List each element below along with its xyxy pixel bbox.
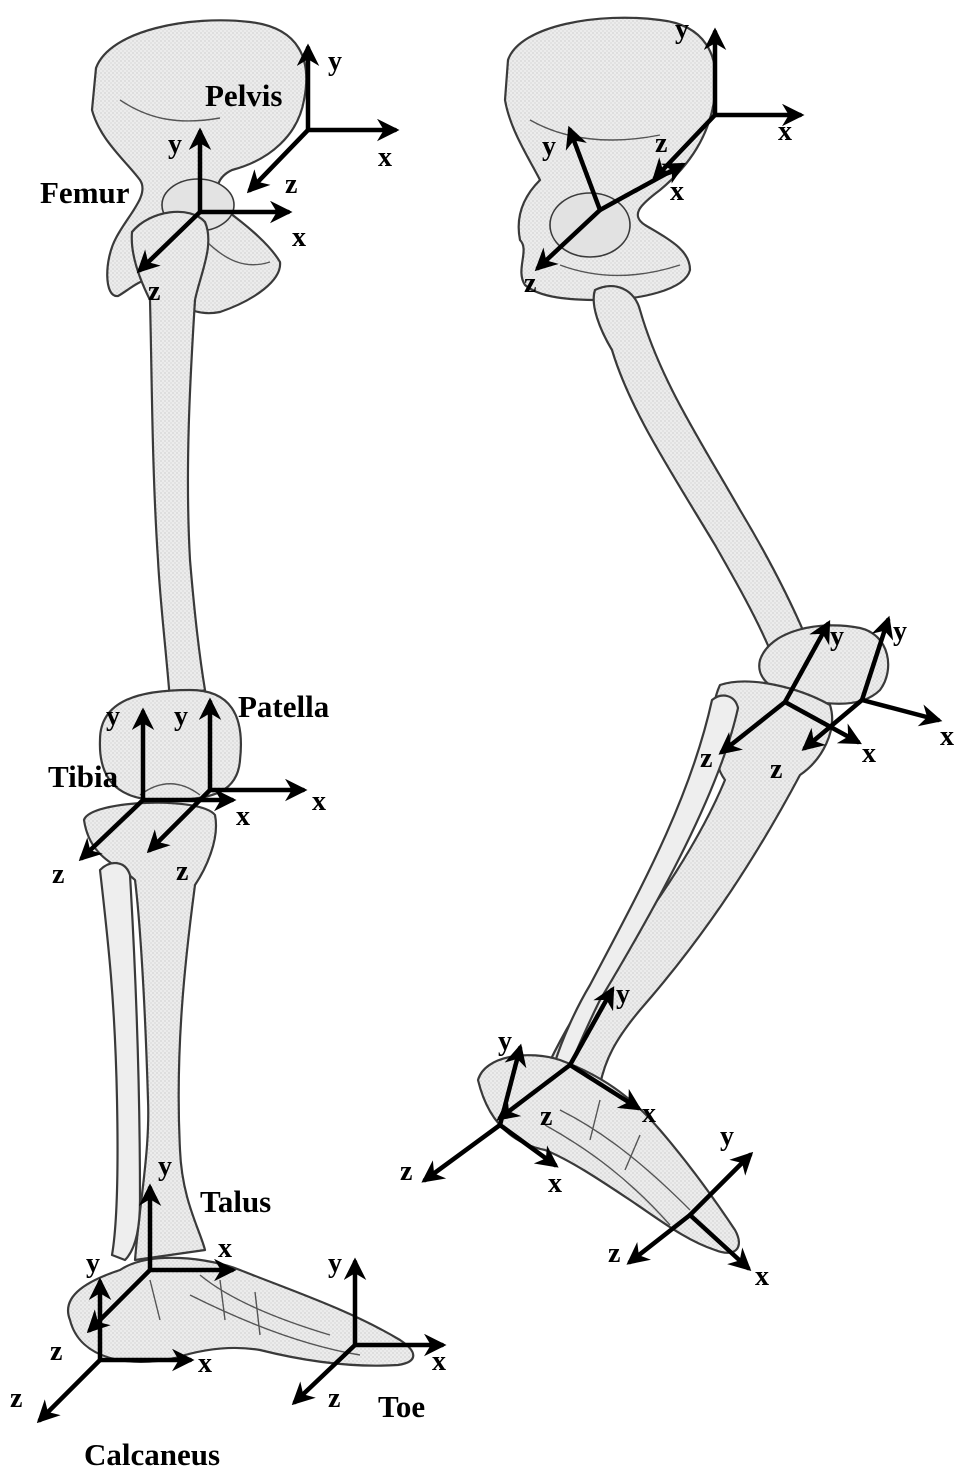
axis-label-z: z (10, 1383, 22, 1414)
label-toe: Toe (378, 1389, 425, 1424)
axis-label-z: z (50, 1336, 62, 1367)
right-femur-bone (594, 286, 805, 650)
axis-label-y: y (158, 1151, 172, 1182)
axis-label-x: x (218, 1233, 232, 1264)
axis-label-z: z (655, 128, 667, 159)
axis-label-x: x (755, 1261, 769, 1292)
axis-label-z: z (328, 1383, 340, 1414)
axis-label-x: x (778, 116, 792, 147)
axis-label-z: z (148, 276, 160, 307)
axis-label-x: x (670, 176, 684, 207)
axis-label-y: y (675, 14, 689, 45)
axis-label-z: z (770, 754, 782, 785)
axis-label-y: y (174, 701, 188, 732)
label-calcaneus: Calcaneus (84, 1437, 220, 1472)
left-femur-bone (132, 212, 209, 700)
axis-label-y: y (893, 616, 907, 647)
left-fibula-bone (100, 863, 140, 1260)
axis-label-y: y (616, 979, 630, 1010)
axis-label-z: z (176, 856, 188, 887)
label-tibia: Tibia (48, 759, 119, 794)
axis-label-x: x (378, 142, 392, 173)
axis-label-x: x (292, 222, 306, 253)
right-pelvis-bone (505, 18, 716, 300)
axis-label-y: y (86, 1248, 100, 1279)
axis-label-y: y (830, 621, 844, 652)
axis-label-y: y (168, 129, 182, 160)
axis-label-x: x (432, 1346, 446, 1377)
label-talus: Talus (200, 1184, 271, 1219)
left-foot-bones (68, 1258, 413, 1366)
axis-label-z: z (540, 1101, 552, 1132)
axis-label-x: x (198, 1348, 212, 1379)
axis-label-y: y (328, 46, 342, 77)
axis-label-z: z (608, 1238, 620, 1269)
axis-label-y: y (106, 701, 120, 732)
axis-label-z: z (400, 1156, 412, 1187)
axis-label-z: z (700, 743, 712, 774)
axis-label-x: x (236, 801, 250, 832)
axis-label-z: z (285, 169, 297, 200)
axis-label-y: y (498, 1026, 512, 1057)
axis-label-z: z (524, 268, 536, 299)
axis-label-z: z (52, 859, 64, 890)
label-femur: Femur (40, 175, 130, 210)
axis-label-x: x (940, 721, 954, 752)
axis-label-x: x (862, 738, 876, 769)
axis-label-y: y (542, 131, 556, 162)
axis-label-y: y (328, 1248, 342, 1279)
axis-label-y: y (720, 1121, 734, 1152)
label-pelvis: Pelvis (205, 78, 283, 113)
label-patella: Patella (238, 689, 330, 724)
axis-label-x: x (312, 786, 326, 817)
axis-label-x: x (642, 1098, 656, 1129)
axis-label-x: x (548, 1168, 562, 1199)
